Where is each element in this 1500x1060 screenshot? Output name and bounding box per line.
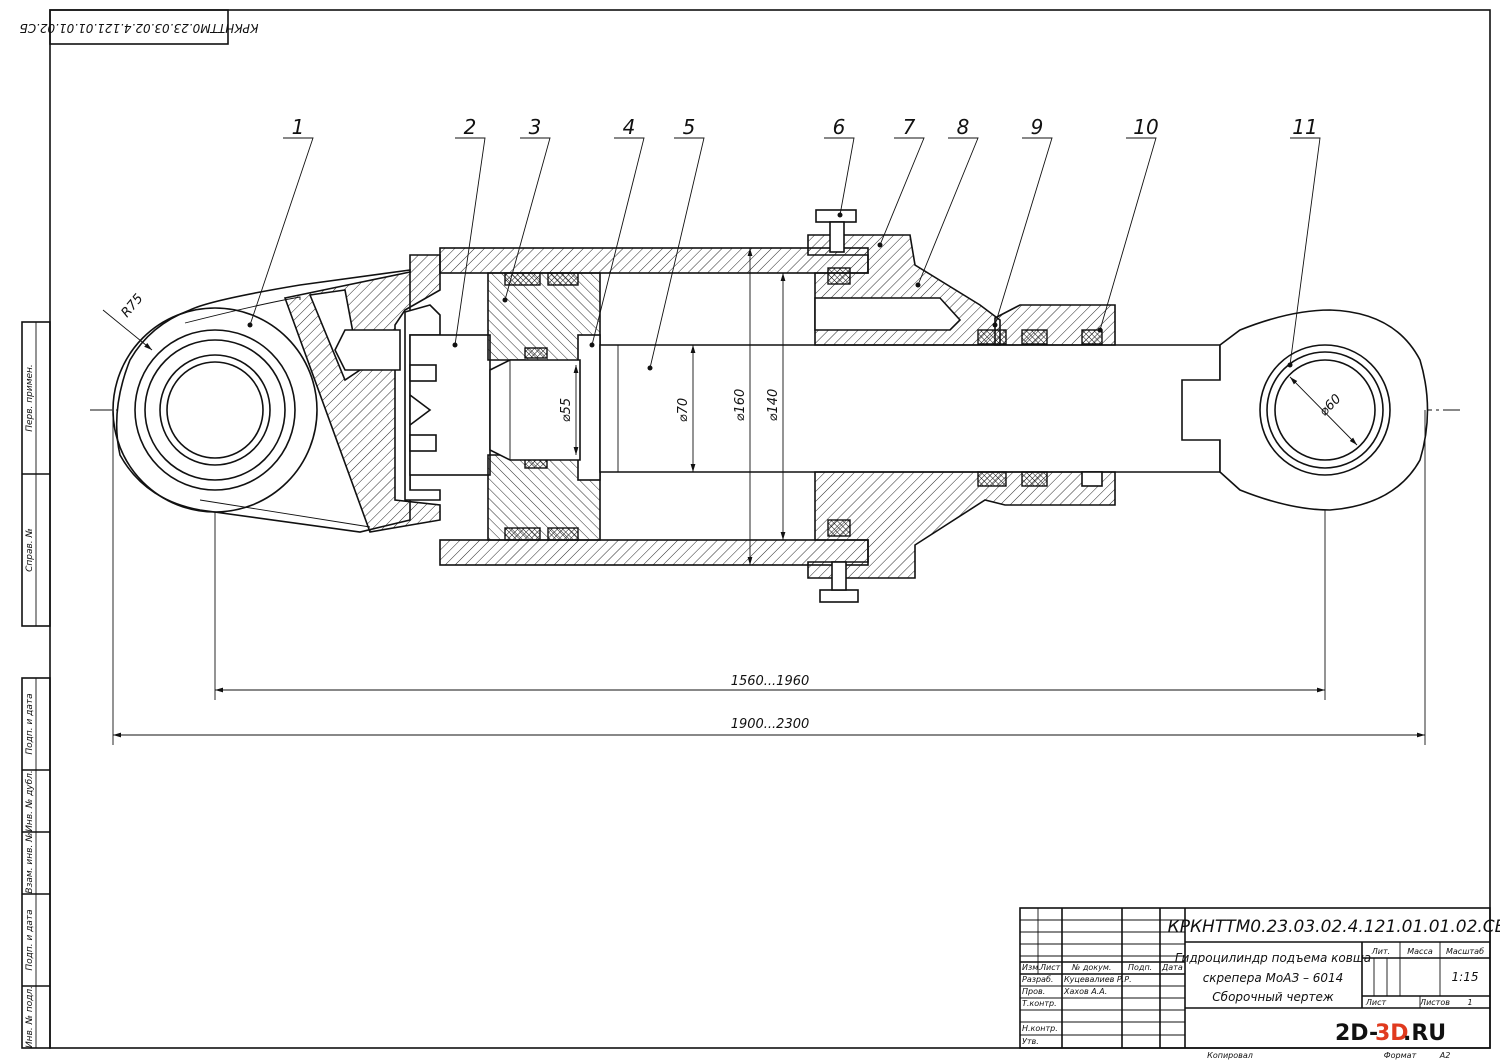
dim-d55: ⌀55 [559,398,574,422]
piston-seal-3 [504,527,541,541]
side-cell-3: Инв. № дубл. [25,770,35,832]
list-label: Лист [1365,998,1387,1007]
side-cell-4: Взам. инв. № [25,832,35,893]
part-4-spacer [577,334,601,481]
part-label-5: 5 [683,115,696,139]
top-code-box [49,9,229,45]
dim-len-long: 1900...2300 [731,717,810,732]
part-label-1: 1 [292,115,305,139]
part-label-6: 6 [833,115,846,139]
rod-seal-3 [1081,329,1103,345]
part-label-3: 3 [529,115,542,139]
svg-text:.RU: .RU [1403,1021,1446,1046]
dim-d160: ⌀160 [733,389,748,422]
rod-seal-6 [1081,471,1103,487]
rod-seal-1 [977,329,1007,345]
title-block [1019,907,1491,1049]
leader-lines [249,137,1321,369]
row-tkontr: Т.контр. [1022,999,1057,1008]
side-cell-1: Справ. № [25,528,35,572]
svg-text:2D-: 2D- [1335,1021,1378,1046]
format-value: А2 [1439,1051,1451,1060]
col-izm: Изм. [1022,963,1041,972]
part-label-11: 11 [1292,115,1317,139]
part-label-7: 7 [903,115,916,139]
col-doc: № докум. [1071,963,1111,972]
top-code: КРКНТТМ0.23.03.02.4.121.01.01.02.СБ [19,21,258,35]
dim-r75: R75 [119,291,147,320]
drawing-frame [49,9,1491,1049]
rod-seal-2 [1021,329,1048,345]
rod-seal-4 [977,471,1007,487]
title-name-1: Гидроцилиндр подъема ковша [1175,951,1371,965]
site-watermark: 2D- 3D .RU [1335,1021,1446,1046]
part-2-piston-head [404,304,491,501]
part-label-9: 9 [1031,115,1044,139]
col-masshtab: Масштаб [1446,947,1484,956]
piston-seal-5 [524,347,548,359]
oil-port [334,329,401,371]
side-cell-2: Подп. и дата [25,693,35,754]
side-table: Перв. примен. Справ. № Подп. и дата Инв.… [21,321,51,1049]
listov-value: 1 [1467,998,1472,1007]
col-list: Лист [1039,963,1061,972]
part-label-2: 2 [464,115,477,139]
piston-seal-4 [547,527,579,541]
part-label-4: 4 [623,115,636,139]
side-cell-6: Инв. № подл. [25,986,35,1048]
dim-d140: ⌀140 [766,389,781,422]
cylinder-wall-bottom [439,539,869,566]
piston-seal-2 [547,272,579,286]
gland-seal-top [827,267,851,285]
listov-label: Листов [1419,998,1450,1007]
kopiroval: Копировал [1207,1051,1253,1060]
col-massa: Масса [1407,947,1433,956]
svg-text:3D: 3D [1375,1021,1409,1046]
row-nkontr: Н.контр. [1022,1024,1058,1033]
col-podp: Подп. [1128,963,1152,972]
part-6-bolts [815,209,859,603]
gland-channel [814,297,962,331]
col-lit: Лит. [1371,947,1390,956]
gland-seal-bottom [827,519,851,537]
part-7-gland-bottom [807,471,1116,579]
row-razrab: Разраб. [1022,975,1053,984]
side-cell-5: Подп. и дата [25,909,35,970]
part-label-10: 10 [1133,115,1158,139]
part-label-8: 8 [957,115,970,139]
rod-seal-5 [1021,471,1048,487]
title-name-2: скрепера МоАЗ – 6014 [1203,971,1344,985]
col-data: Дата [1161,963,1183,972]
row-utv: Утв. [1022,1037,1039,1046]
row-prov: Пров. [1022,987,1045,996]
side-cell-0: Перв. примен. [25,364,35,432]
scale-value: 1:15 [1452,970,1479,984]
part-11-rod-eye [1181,309,1429,511]
cylinder-wall-top [439,247,869,274]
format-label: Формат [1384,1051,1417,1060]
dim-d70: ⌀70 [676,398,691,422]
title-code: КРКНТТМ0.23.03.02.4.121.01.01.02.СБ [1168,917,1500,937]
piston-seal-1 [504,272,541,286]
prov-name: Хахов А.А. [1063,987,1107,996]
dim-len-short: 1560...1960 [731,674,810,689]
razrab-name: Куцевалиев Р.Р. [1064,975,1132,984]
title-name-3: Сборочный чертеж [1212,990,1334,1004]
